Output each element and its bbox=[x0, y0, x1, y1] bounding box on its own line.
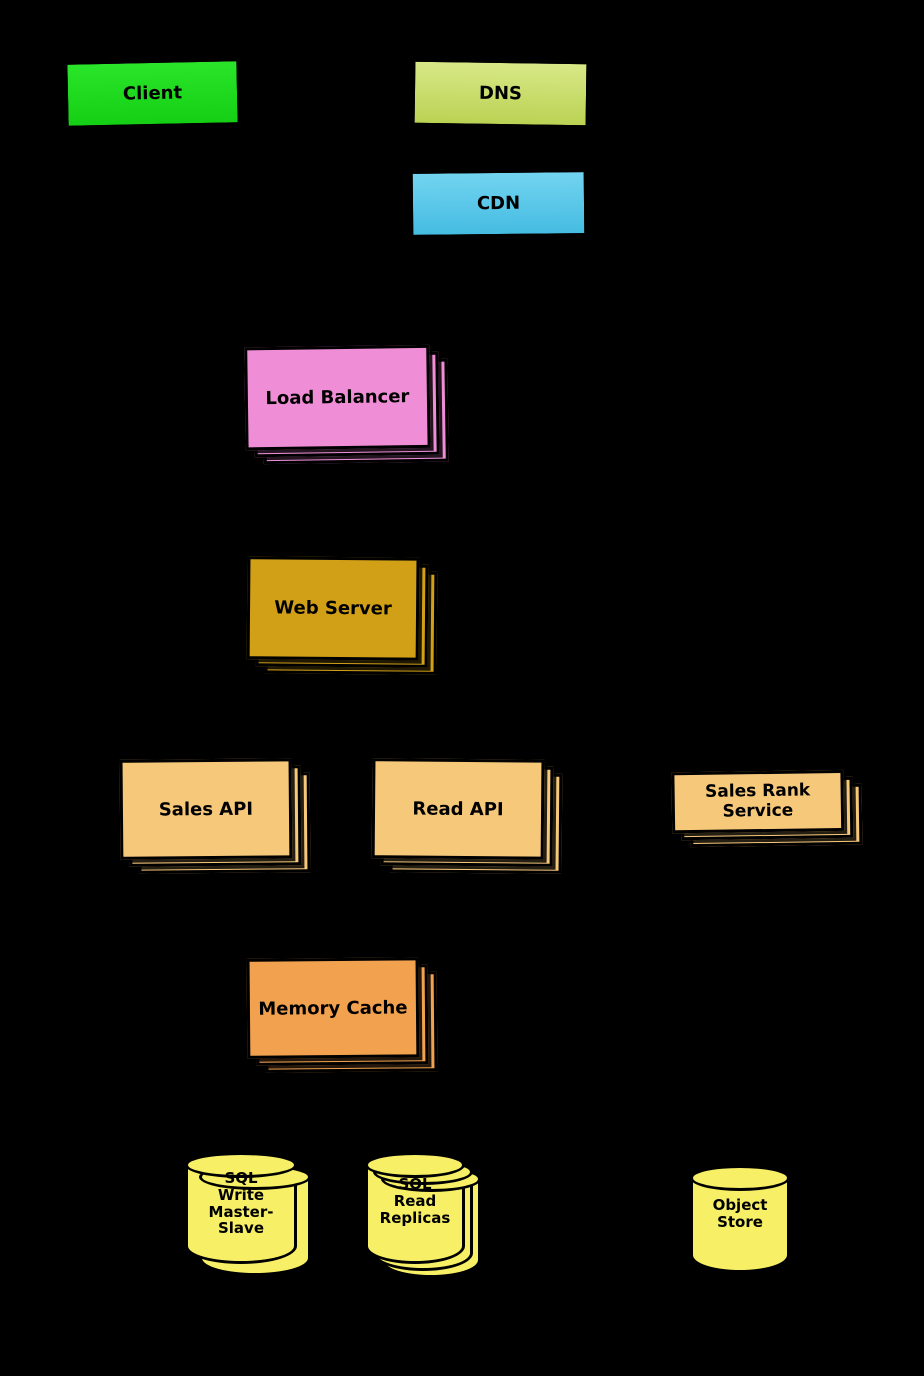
node-sales-rank-service: Sales Rank Service bbox=[671, 769, 863, 865]
node-sql-write-master-slave: SQL Write Master- Slave bbox=[185, 1152, 311, 1278]
node-cdn-label: CDN bbox=[476, 192, 521, 215]
node-web-server-label: Web Server bbox=[274, 597, 392, 620]
stack-layer-front: Load Balancer bbox=[244, 344, 431, 451]
cylinder-top bbox=[690, 1165, 790, 1191]
node-sales-api: Sales API bbox=[119, 758, 311, 874]
cylinder-top bbox=[185, 1152, 297, 1178]
node-sales-rank-service-label: Sales Rank Service bbox=[704, 780, 811, 822]
node-dns-label: DNS bbox=[478, 82, 523, 105]
database-cylinder-front: SQL Write Master- Slave bbox=[185, 1152, 297, 1264]
node-memory-cache-label: Memory Cache bbox=[258, 996, 408, 1020]
node-dns: DNS bbox=[411, 58, 590, 129]
node-sql-read-replicas: SQL Read Replicas bbox=[365, 1152, 483, 1280]
node-load-balancer-label: Load Balancer bbox=[265, 386, 410, 410]
cylinder-top bbox=[365, 1152, 465, 1178]
cylinder-body bbox=[690, 1178, 790, 1273]
node-load-balancer: Load Balancer bbox=[244, 344, 449, 465]
node-sales-api-label: Sales API bbox=[158, 798, 254, 820]
node-memory-cache: Memory Cache bbox=[246, 957, 438, 1073]
node-cdn: CDN bbox=[409, 169, 588, 238]
stack-layer-front: Sales API bbox=[119, 758, 293, 860]
node-client-label: Client bbox=[122, 82, 183, 105]
node-web-server: Web Server bbox=[246, 556, 438, 675]
node-read-api: Read API bbox=[371, 758, 563, 874]
node-sql-read-replicas-label: SQL Read Replicas bbox=[379, 1175, 451, 1227]
node-object-store: Object Store bbox=[690, 1165, 790, 1273]
node-read-api-label: Read API bbox=[412, 798, 504, 820]
stack-layer-front: Sales Rank Service bbox=[671, 769, 845, 834]
node-client: Client bbox=[64, 58, 241, 129]
node-object-store-label: Object Store bbox=[712, 1196, 768, 1231]
database-cylinder-front: SQL Read Replicas bbox=[365, 1152, 465, 1264]
stack-layer-front: Memory Cache bbox=[246, 957, 420, 1059]
database-cylinder-front: Object Store bbox=[690, 1165, 790, 1273]
node-sql-write-master-slave-label: SQL Write Master- Slave bbox=[208, 1169, 274, 1238]
stack-layer-front: Read API bbox=[371, 758, 545, 860]
stack-layer-front: Web Server bbox=[246, 556, 420, 661]
